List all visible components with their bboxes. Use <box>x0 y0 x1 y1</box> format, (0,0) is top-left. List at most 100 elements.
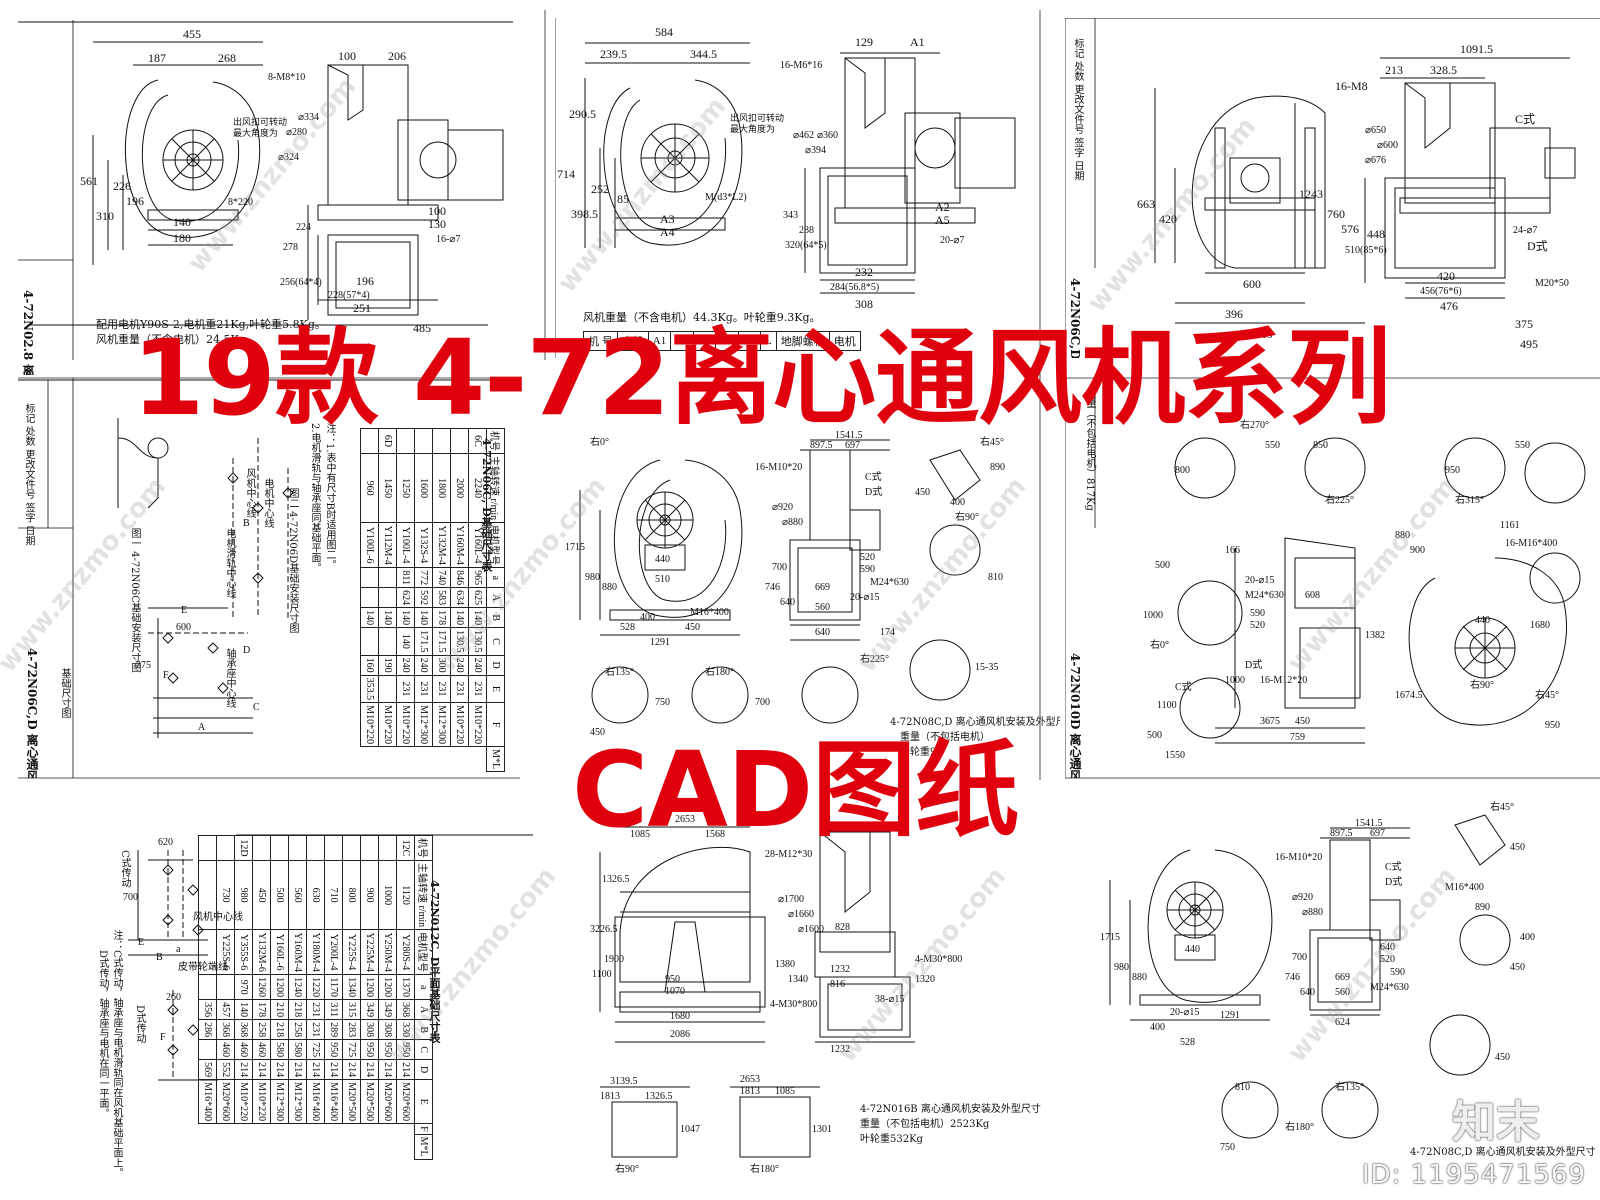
table-cell: 240 <box>468 655 487 676</box>
dim-label: 右180° <box>750 1162 779 1175</box>
dim-label: 398.5 <box>571 207 598 221</box>
dim-label: 16-⌀7 <box>436 234 460 245</box>
dim-label: 1000 <box>1143 610 1163 621</box>
dim-label: 624 <box>1335 1017 1350 1028</box>
dim-label: C式 <box>865 470 882 483</box>
fan-drawing-n06: 1091.5 213 328.5 16-M8 C式 ⌀650 ⌀600 ⌀676… <box>1065 18 1600 358</box>
table-cell: 289 <box>324 1019 343 1040</box>
dim-label: 皮带轮端线 <box>178 960 228 973</box>
dim-label: 714 <box>557 167 575 181</box>
table-cell: M12*300 <box>270 1079 289 1124</box>
model-title: 4-72N08C,D 离心通风机安装及外型尺寸 <box>890 717 1060 728</box>
table-cell: M10*220 <box>396 702 415 747</box>
table-cell: 地脚螺栓 <box>775 331 830 351</box>
table-cell: 214 <box>234 1059 253 1080</box>
table-cell: 140 <box>396 607 415 628</box>
dim-label: 485 <box>413 321 431 335</box>
dim-label: D式 <box>1527 239 1548 253</box>
table-cell: 1240 <box>288 974 307 1000</box>
table-cell: 583 <box>432 587 451 608</box>
table-cell: 811 <box>396 567 415 588</box>
dim-label: 1900 <box>604 954 624 965</box>
table-cell: M10*220 <box>468 702 487 747</box>
model-title: 4-72N02.8 离心通风机 <box>21 290 35 375</box>
drawing-panel-n010: 右270° 550 850 800 950 550 右315° 右225° 16… <box>1065 378 1600 778</box>
dim-label: 1541.5 <box>835 430 863 441</box>
dim-label: 897.5 <box>810 440 833 451</box>
dim-label: A1 <box>910 35 925 49</box>
centerline-label: 电机中心线 <box>262 478 273 528</box>
dim-label: 1070 <box>665 986 685 997</box>
dim-label: 251 <box>353 301 371 315</box>
table-cell: 171.5 <box>414 627 433 656</box>
dim-label: 4-M30*800 <box>915 954 962 965</box>
table-cell: 2000 <box>450 453 469 523</box>
centerline-label: 风机中心线 <box>244 468 255 518</box>
impeller-note: 叶轮重532Kg <box>860 1134 923 1145</box>
dim-label: 310 <box>96 209 114 223</box>
table-cell: 630 <box>306 860 325 930</box>
dim-label: 1674.5 <box>1395 690 1423 701</box>
dim-label: 1085 <box>775 1086 795 1097</box>
dim-label: 232 <box>855 265 873 279</box>
dim-label: 右45° <box>980 435 1004 448</box>
table-cell: A4 <box>715 331 739 351</box>
table-cell <box>378 587 397 608</box>
base-drawing-n012: 620 风机中心线 700 B a E 皮带轮端线 260 F <box>123 834 533 1081</box>
table-cell: M20*500 <box>360 1079 379 1124</box>
dim-label: 640 <box>1380 942 1395 953</box>
dim-label: 右225° <box>860 652 889 665</box>
model-title: 4-72N06C,D 离心通风机 <box>25 648 39 778</box>
dim-label: 1680 <box>1530 620 1550 631</box>
dim-label: 24-⌀7 <box>1513 225 1537 236</box>
dim-label: 343 <box>783 210 798 221</box>
table-header-cell: a <box>414 974 433 1000</box>
dim-label: M24*630 <box>1245 590 1284 601</box>
table-cell: 349 <box>378 999 397 1020</box>
dim-label: 590 <box>1250 608 1265 619</box>
dim-label: 620 <box>158 837 173 848</box>
table-header-row: 机 号 电机 A1 A2 A3 A4 A5 L 地脚螺栓 电机 <box>583 331 861 351</box>
dim-label: 226 <box>113 179 131 193</box>
dim-label: 1091.5 <box>1460 42 1493 56</box>
dim-label: 4-M30*800 <box>770 999 817 1010</box>
fan-drawing-n010: 右270° 550 850 800 950 550 右315° 右225° 16… <box>1065 378 1586 778</box>
dim-label: 440 <box>1185 944 1200 955</box>
table-cell: 368 <box>216 1019 235 1040</box>
table-header-cell: C <box>414 1039 433 1060</box>
weight-note: 重量（不包括电机）817Kg <box>1084 388 1095 511</box>
table-cell: Y250M-4 <box>378 929 397 975</box>
table-cell: 231 <box>450 675 469 703</box>
dim-label: 897.5 <box>1330 828 1353 839</box>
dim-label: 550 <box>1265 440 1280 451</box>
dim-label: 500 <box>1147 730 1162 741</box>
table-cell: 315 <box>342 999 361 1020</box>
dim-label: 880 <box>1395 530 1410 541</box>
dim-label: 右225° <box>1325 493 1354 506</box>
table-note: 注：C式传动，轴承座与电机滑轨同在风机基础平面上。 <box>111 930 122 1178</box>
dim-label: ⌀360 <box>817 130 838 141</box>
table-header-cell: A <box>486 587 505 608</box>
table-header-cell: M*L <box>414 1134 433 1160</box>
table-cell: 12D <box>234 835 253 861</box>
dim-label: 右45° <box>1535 688 1559 701</box>
table-cell: M12*300 <box>432 702 451 747</box>
table-cell: M12*300 <box>414 702 433 747</box>
table-cell: 214 <box>252 1059 271 1080</box>
table-cell: A5 <box>737 331 762 351</box>
table-cell: 1000 <box>378 860 397 930</box>
table-cell: Y132M-6 <box>252 929 271 975</box>
table-header-cell: A <box>414 999 433 1020</box>
table-cell: 1260 <box>252 974 271 1000</box>
dim-label: 180 <box>173 231 191 245</box>
table-cell: Y132M-4 <box>432 522 451 568</box>
table-cell: 356 <box>198 999 217 1020</box>
dim-label: 420 <box>1159 212 1177 226</box>
table-cell: 950 <box>396 1039 415 1060</box>
